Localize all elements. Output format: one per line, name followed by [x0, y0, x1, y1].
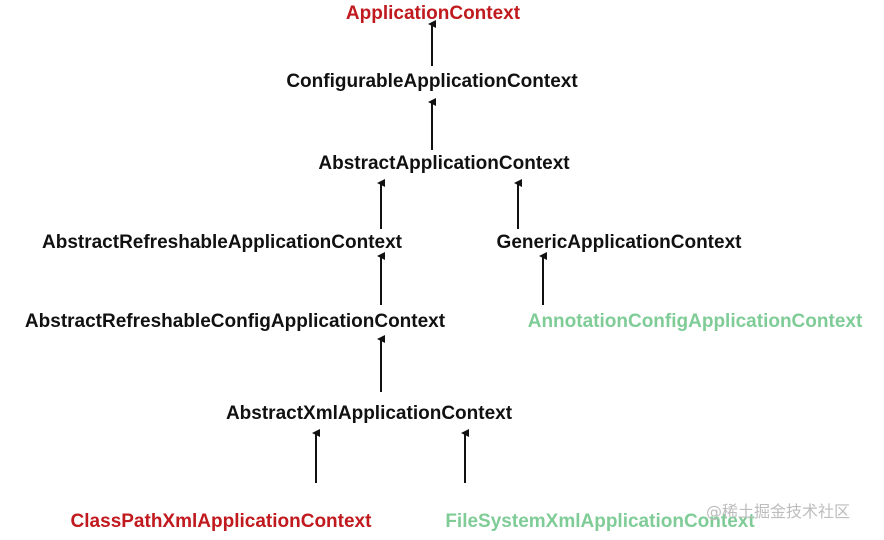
node-application-context: ApplicationContext [345, 3, 521, 24]
watermark-text: @稀土掘金技术社区 [706, 502, 851, 521]
node-class-path-xml-application-context: ClassPathXmlApplicationContext [70, 511, 372, 532]
node-file-system-xml-application-context: FileSystemXmlApplicationContext [445, 511, 755, 532]
node-abstract-xml-application-context: AbstractXmlApplicationContext [225, 403, 513, 424]
node-abstract-refreshable-application-context: AbstractRefreshableApplicationContext [41, 232, 403, 253]
node-configurable-application-context: ConfigurableApplicationContext [286, 71, 578, 92]
node-annotation-config-application-context: AnnotationConfigApplicationContext [527, 311, 863, 332]
node-generic-application-context: GenericApplicationContext [496, 232, 742, 253]
node-abstract-application-context: AbstractApplicationContext [318, 153, 570, 174]
node-abstract-refreshable-config-application-context: AbstractRefreshableConfigApplicationCont… [24, 311, 446, 332]
